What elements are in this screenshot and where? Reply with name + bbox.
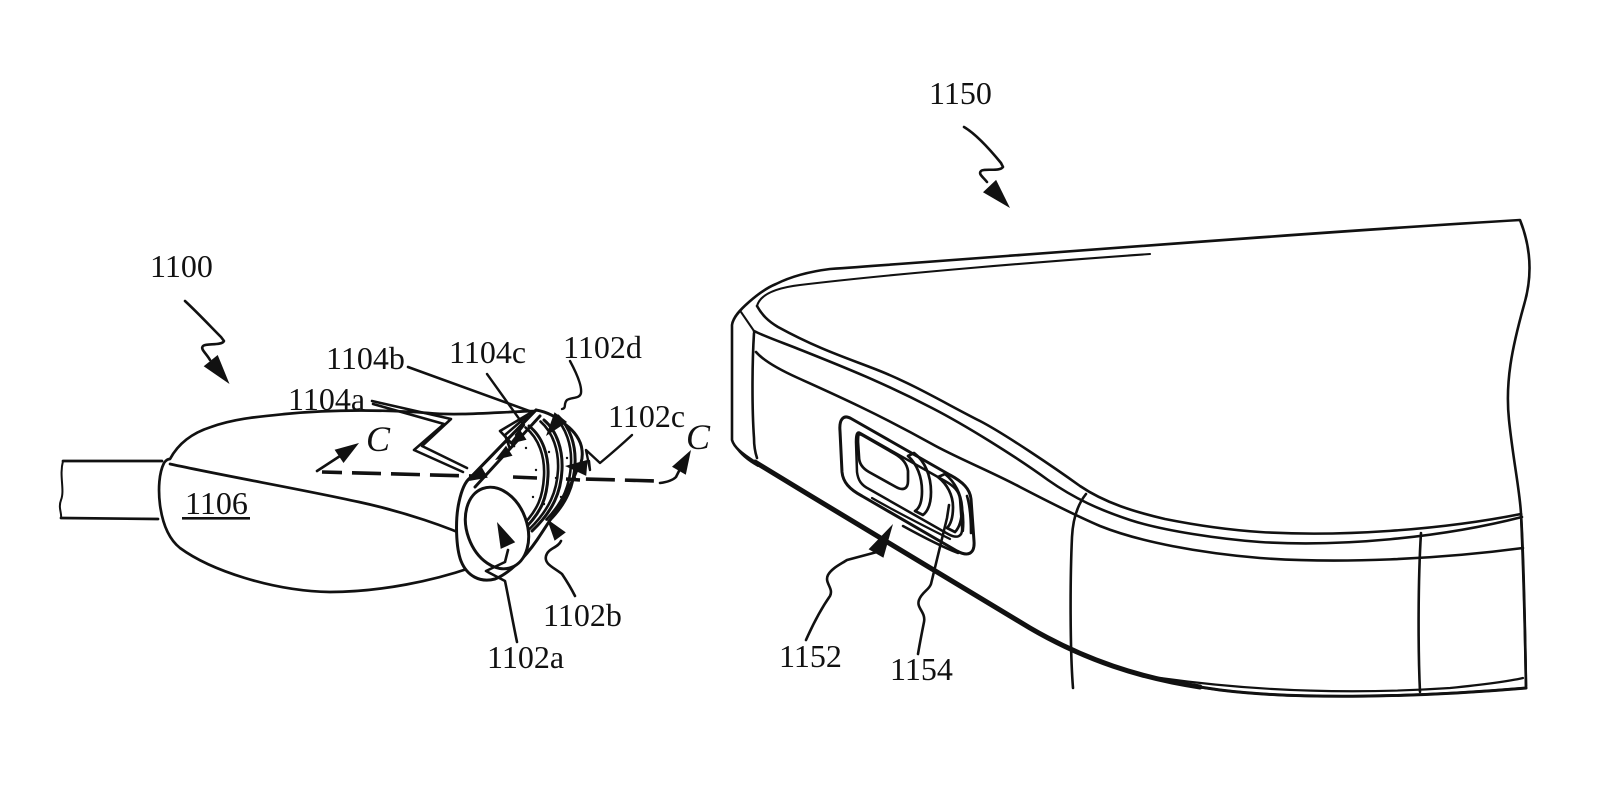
svg-text:1150: 1150 [929, 75, 992, 111]
svg-text:1100: 1100 [150, 248, 213, 284]
svg-text:1102c: 1102c [608, 398, 685, 434]
svg-text:1102a: 1102a [487, 639, 564, 675]
svg-text:1104c: 1104c [449, 334, 526, 370]
svg-text:1104b: 1104b [326, 340, 405, 376]
svg-text:1154: 1154 [890, 651, 953, 687]
svg-text:1106: 1106 [185, 485, 248, 521]
svg-text:C: C [366, 419, 391, 459]
svg-text:1104a: 1104a [288, 381, 365, 417]
svg-text:C: C [686, 417, 711, 457]
svg-text:1102d: 1102d [563, 329, 642, 365]
svg-text:1102b: 1102b [543, 597, 622, 633]
svg-text:1152: 1152 [779, 638, 842, 674]
